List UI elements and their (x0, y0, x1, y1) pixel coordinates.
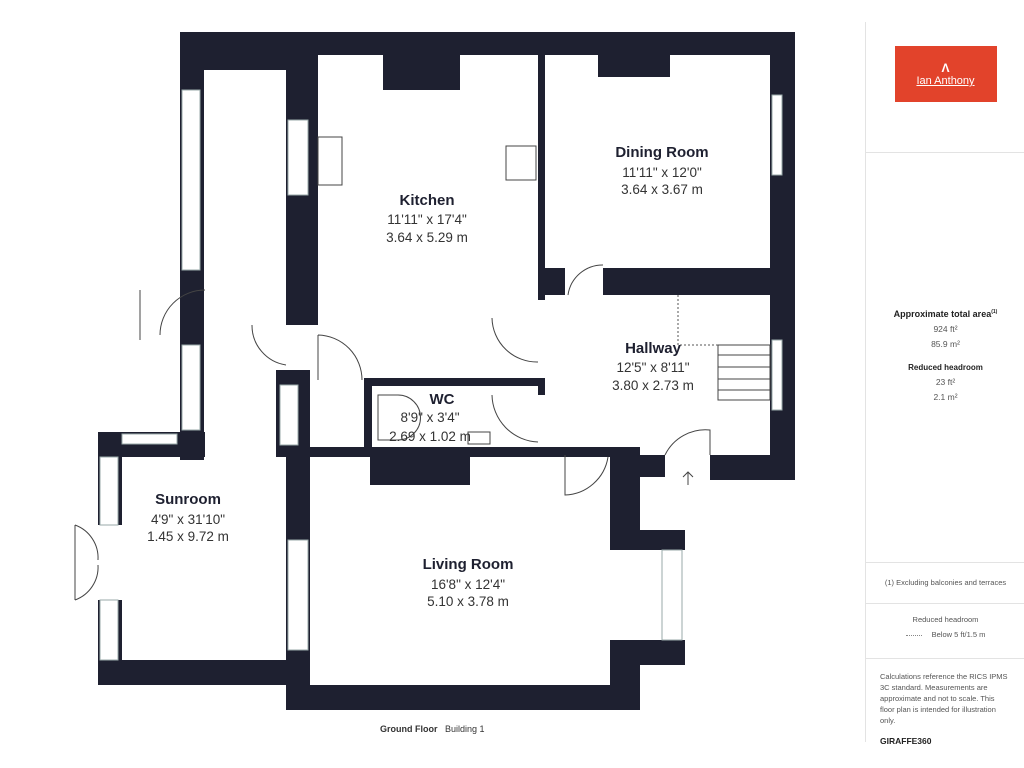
floor-label: Ground Floor Building 1 (380, 724, 485, 734)
brand-logo: Λ Ian Anthony (894, 46, 997, 102)
room-dim-metric: 3.64 x 3.67 m (621, 182, 703, 197)
room-name-dining: Dining Room (615, 144, 708, 161)
room-dim-imperial: 8'9" x 3'4" (400, 410, 459, 425)
room-dim-metric: 5.10 x 3.78 m (427, 594, 509, 609)
room-dim-metric: 2.69 x 1.02 m (389, 429, 471, 444)
room-dim-imperial: 4'9" x 31'10" (151, 512, 225, 527)
room-dim-metric: 3.80 x 2.73 m (612, 378, 694, 393)
total-area-ft: 924 ft² (933, 324, 958, 334)
reduced-area-m: 2.1 m² (933, 392, 958, 402)
room-name-sunroom: Sunroom (155, 491, 221, 508)
giraffe360-brand: GIRAFFE360 (880, 736, 932, 746)
dotted-line-icon (905, 634, 922, 636)
room-dim-imperial: 11'11" x 17'4" (387, 212, 467, 227)
windows (99, 89, 783, 661)
room-dim-imperial: 11'11" x 12'0" (622, 165, 702, 180)
room-labels: Kitchen 11'11" x 17'4" 3.64 x 5.29 m Din… (147, 144, 709, 609)
building-name: Building 1 (445, 724, 485, 734)
room-name-living: Living Room (423, 556, 514, 573)
room-dim-metric: 3.64 x 5.29 m (386, 230, 468, 245)
total-area-title: Approximate total area(1) (893, 309, 998, 319)
legend-text: Below 5 ft/1.5 m (931, 630, 986, 639)
room-dim-metric: 1.45 x 9.72 m (147, 529, 229, 544)
room-dim-imperial: 12'5" x 8'11" (616, 360, 689, 375)
doors (74, 136, 771, 601)
logo-text: Ian Anthony (916, 75, 975, 87)
reduced-area-ft: 23 ft² (935, 377, 956, 387)
excluding-note: (1) Excluding balconies and terraces (866, 563, 1024, 604)
total-area-m: 85.9 m² (931, 339, 960, 349)
room-name-wc: WC (430, 391, 455, 408)
logo-icon: Λ (941, 61, 950, 75)
info-panel: Λ Ian Anthony Approximate total area(1) … (865, 22, 1024, 746)
room-dim-imperial: 16'8" x 12'4" (431, 577, 505, 592)
room-name-kitchen: Kitchen (399, 192, 454, 209)
floor-name: Ground Floor (380, 724, 438, 734)
floor-plan: Kitchen 11'11" x 17'4" 3.64 x 5.29 m Din… (74, 32, 795, 710)
reduced-headroom-title: Reduced headroom (908, 363, 983, 372)
disclaimer: Calculations reference the RICS IPMS 3C … (880, 672, 1008, 725)
legend-title: Reduced headroom (912, 615, 979, 624)
room-name-hallway: Hallway (625, 340, 682, 357)
